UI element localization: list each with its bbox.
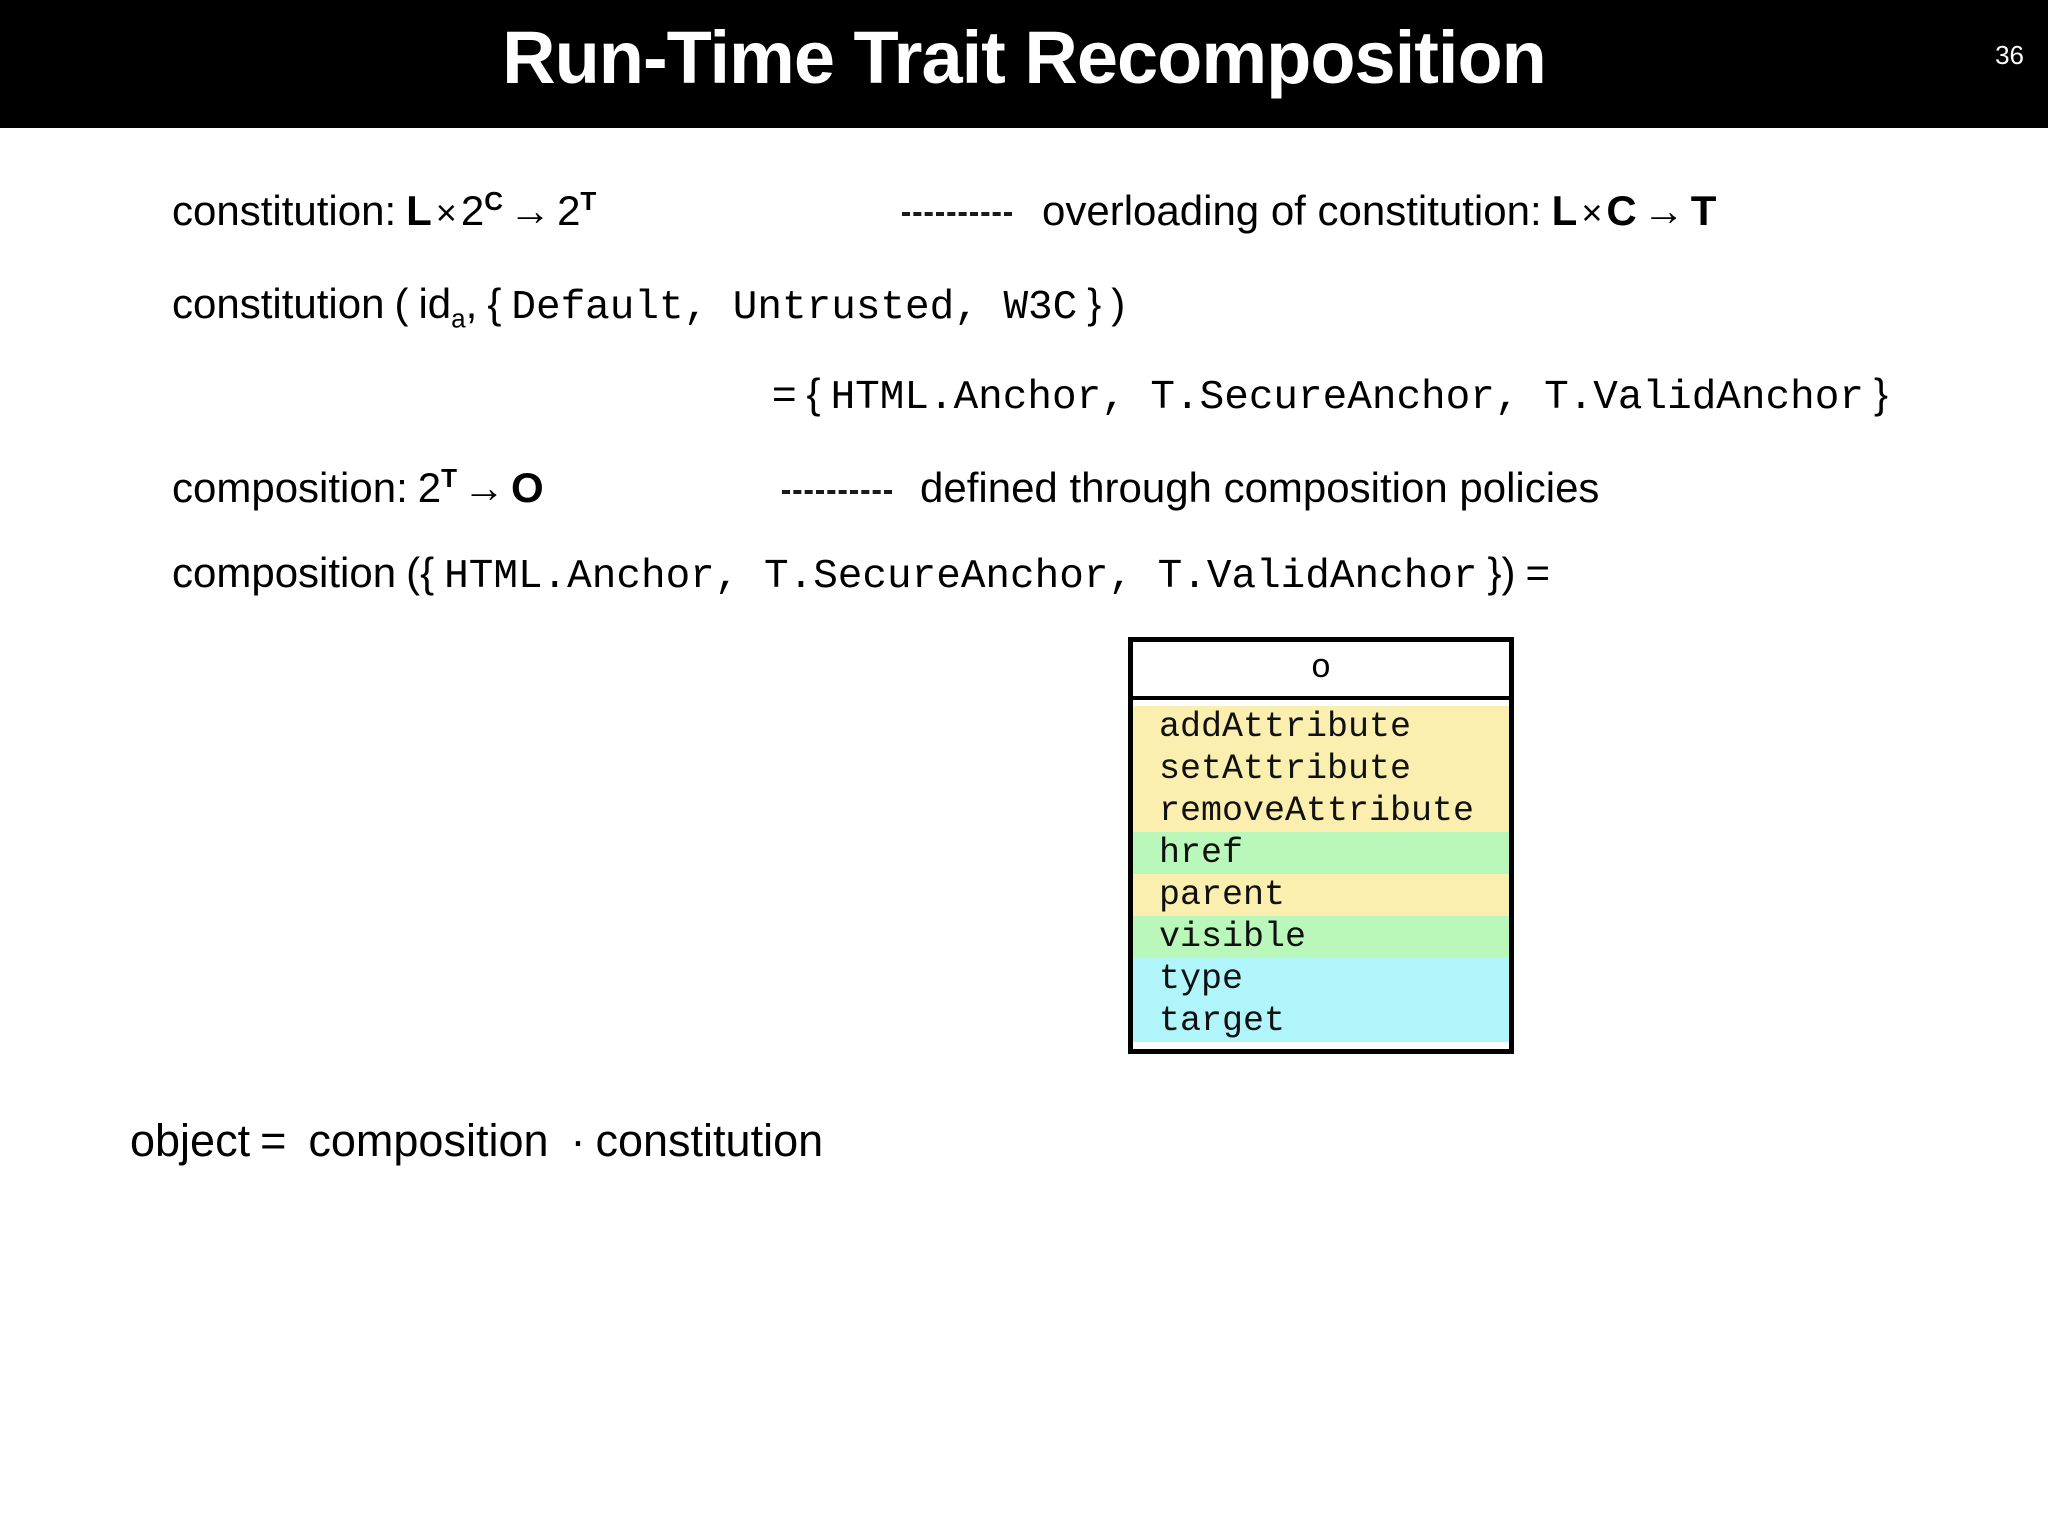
list-item: type xyxy=(1133,958,1509,1000)
overloading-mid-C: C xyxy=(1606,187,1637,234)
constitution-overloading-note: overloading of constitution:L×C→T xyxy=(1042,185,1716,239)
open-paren: ( xyxy=(394,280,409,327)
times-symbol: × xyxy=(435,192,457,233)
page-title: Run-Time Trait Recomposition xyxy=(502,16,1547,99)
constitution-result-line: ={HTML.Anchor, T.SecureAnchor, T.ValidAn… xyxy=(772,368,1888,424)
exponent-T: T xyxy=(580,186,597,216)
constitution-domain-L: L xyxy=(406,187,432,234)
arrow-symbol: → xyxy=(509,187,552,234)
times-symbol: × xyxy=(1581,192,1603,233)
overloading-codomain-T: T xyxy=(1690,187,1717,234)
close-paren: ) xyxy=(1111,280,1126,327)
constitution-call-name: constitution xyxy=(172,280,385,327)
object-label: object xyxy=(130,1115,251,1166)
composition-signature-line: composition:2T→O xyxy=(172,462,544,514)
list-item: removeAttribute xyxy=(1133,790,1509,832)
composition-call-line: composition({HTML.Anchor, T.SecureAnchor… xyxy=(172,547,1550,603)
constitution-arg-set: Default, Untrusted, W3C xyxy=(511,285,1078,331)
exponent-C: C xyxy=(484,186,504,216)
composition-codomain-O: O xyxy=(511,464,544,511)
list-item: setAttribute xyxy=(1133,748,1509,790)
exponent-T: T xyxy=(441,463,458,493)
slide-number: 36 xyxy=(1995,40,2024,70)
arg-id: id xyxy=(418,280,452,327)
equals-sign: = xyxy=(1525,549,1551,596)
object-diagram-box: o addAttribute setAttribute removeAttrib… xyxy=(1128,637,1514,1054)
leader-line-composition xyxy=(782,490,892,494)
constitution-result-set: HTML.Anchor, T.SecureAnchor, T.ValidAnch… xyxy=(830,375,1864,421)
overloading-prefix: overloading of constitution: xyxy=(1042,187,1542,234)
equals-sign: = xyxy=(260,1115,287,1166)
close-brace: } xyxy=(1087,280,1102,327)
composition-call-name: composition xyxy=(172,549,397,596)
comma: , xyxy=(465,280,478,327)
open-brace: { xyxy=(420,549,435,596)
object-box-member-list: addAttribute setAttribute removeAttribut… xyxy=(1133,700,1509,1049)
open-paren: ( xyxy=(406,549,421,596)
powerset-base-c: 2 xyxy=(460,187,485,234)
arg-id-subscript: a xyxy=(451,303,466,334)
leader-line-constitution xyxy=(902,212,1012,216)
arrow-symbol: → xyxy=(463,464,506,511)
composition-signature-label: composition: xyxy=(172,464,408,511)
composition-policies-note: defined through composition policies xyxy=(920,464,1600,511)
list-item: parent xyxy=(1133,874,1509,916)
arrow-symbol: → xyxy=(1642,187,1685,234)
list-item: visible xyxy=(1133,916,1509,958)
equation-composition: composition xyxy=(308,1115,549,1166)
constitution-call-line: constitution(ida,{Default, Untrusted, W3… xyxy=(172,278,1125,334)
overloading-domain-L: L xyxy=(1551,187,1578,234)
equation-constitution: constitution xyxy=(595,1115,824,1166)
open-brace: { xyxy=(806,370,821,417)
composition-arg-set: HTML.Anchor, T.SecureAnchor, T.ValidAnch… xyxy=(444,554,1478,600)
close-brace: } xyxy=(1487,549,1502,596)
constitution-signature-label: constitution: xyxy=(172,187,397,234)
powerset-base-t: 2 xyxy=(417,464,442,511)
open-brace: { xyxy=(487,280,502,327)
object-box-header: o xyxy=(1133,642,1509,700)
list-item: addAttribute xyxy=(1133,706,1509,748)
close-brace: } xyxy=(1873,370,1888,417)
close-paren: ) xyxy=(1501,549,1516,596)
equals-sign: = xyxy=(772,370,797,417)
composition-operator: · xyxy=(570,1115,586,1166)
list-item: href xyxy=(1133,832,1509,874)
object-equation-line: object= composition ·constitution xyxy=(130,1115,823,1167)
constitution-signature-line: constitution:L×2C→2T xyxy=(172,185,596,239)
title-bar: Run-Time Trait Recomposition 36 xyxy=(0,0,2048,128)
list-item: target xyxy=(1133,1000,1509,1042)
powerset-base-t: 2 xyxy=(557,187,581,234)
